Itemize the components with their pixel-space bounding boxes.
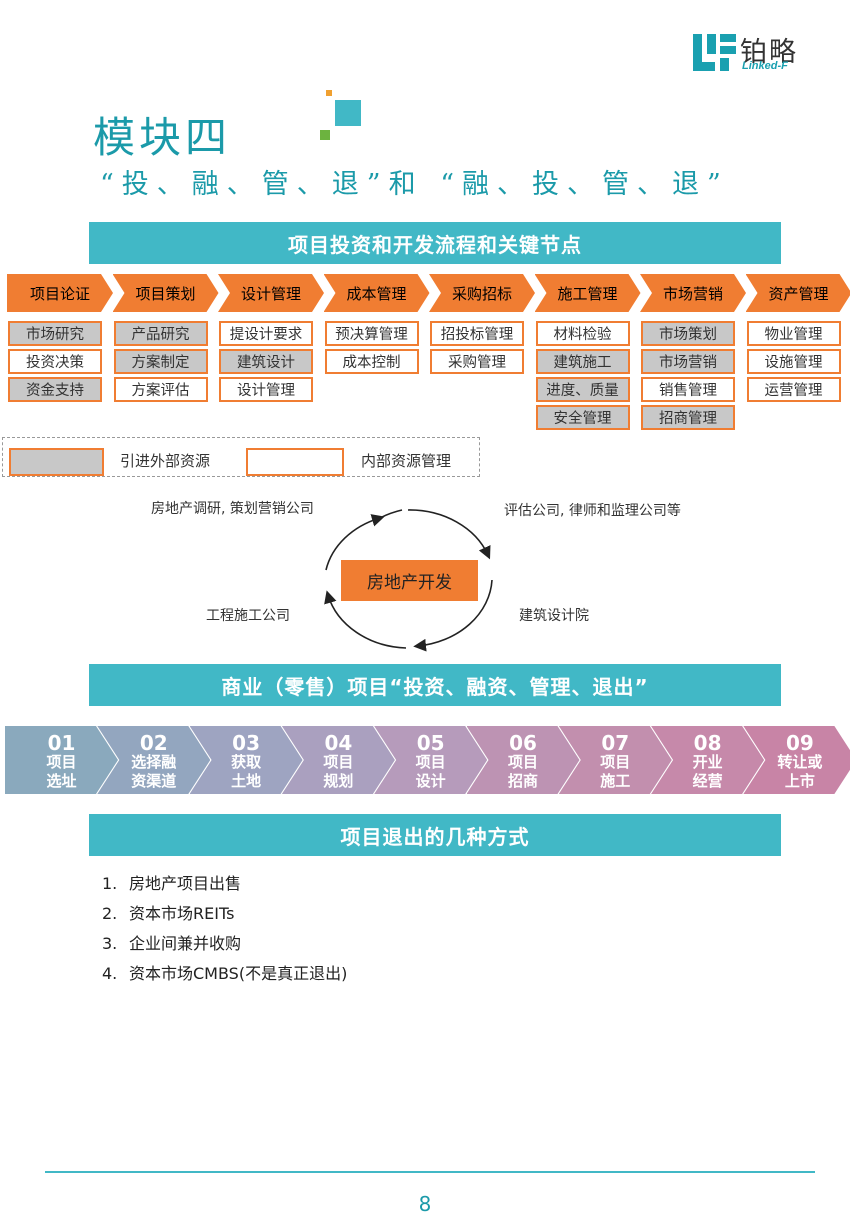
retail-step-number: 05 (416, 731, 445, 755)
list-item-text: 资本市场CMBS(不是真正退出) (129, 964, 348, 983)
stage-item: 安全管理 (535, 405, 630, 430)
retail-step-label: 项目 规划 (323, 753, 354, 790)
legend-external-swatch (9, 448, 104, 476)
list-item: 2. 资本市场REITs (102, 900, 234, 924)
footer-divider (45, 1171, 815, 1173)
stage-item: 材料检验 (535, 321, 630, 346)
retail-step-label: 转让或 上市 (777, 753, 823, 790)
cycle-label-bottom-left: 工程施工公司 (206, 608, 290, 624)
page-title: 模块四 (93, 113, 232, 162)
stage-item: 预决算管理 (324, 321, 419, 346)
retail-step-label: 项目 设计 (415, 753, 446, 790)
list-item-number: 4. (102, 964, 118, 983)
stage-item: 招投标管理 (430, 321, 524, 346)
stage-item: 市场策划 (641, 321, 735, 346)
stage-item: 设计管理 (219, 377, 313, 402)
stage-item: 市场研究 (8, 321, 102, 346)
stage-item: 进度、质量 (535, 377, 630, 402)
page-subtitle: “投、融、管、退”和 “融、投、管、退” (100, 169, 729, 200)
logo-text-cn: 铂略 (740, 37, 798, 68)
section-banner-retail: 商业（零售）项目“投资、融资、管理、退出” (89, 664, 781, 706)
list-item-number: 3. (102, 934, 118, 953)
section-banner-process: 项目投资和开发流程和关键节点 (89, 222, 781, 264)
list-item: 4. 资本市场CMBS(不是真正退出) (102, 960, 347, 984)
page-number: 8 (418, 1192, 432, 1216)
retail-step-label: 开业 经营 (692, 753, 723, 790)
stage-header: 资产管理 (746, 274, 850, 312)
list-item: 3. 企业间兼并收购 (102, 930, 241, 954)
legend-box (2, 437, 480, 477)
stage-item: 物业管理 (746, 321, 841, 346)
retail-step-label: 项目 招商 (507, 753, 538, 790)
stage-item: 招商管理 (641, 405, 735, 430)
retail-step-label: 项目 选址 (46, 753, 77, 790)
legend-internal-label: 内部资源管理 (361, 452, 452, 470)
retail-step-label: 项目 施工 (600, 753, 631, 790)
company-logo-icon (693, 34, 736, 71)
stage-header: 成本管理 (324, 274, 430, 312)
retail-step-label: 选择融 资渠道 (131, 753, 177, 790)
decorative-squares-icon (320, 90, 361, 140)
cycle-arrows (324, 509, 493, 652)
stage-item: 成本控制 (324, 349, 419, 374)
cycle-label-bottom-right: 建筑设计院 (519, 608, 589, 624)
retail-step-number: 06 (509, 731, 537, 755)
stage-header: 项目论证 (7, 274, 113, 312)
stage-item: 投资决策 (8, 349, 102, 374)
list-item-number: 2. (102, 904, 118, 923)
stage-item: 产品研究 (113, 321, 208, 346)
stage-item: 提设计要求 (219, 321, 313, 346)
legend-internal-swatch (246, 448, 344, 476)
retail-step-number: 07 (601, 731, 630, 755)
retail-step-number: 02 (139, 731, 168, 755)
retail-step-number: 03 (232, 731, 261, 755)
retail-step-number: 09 (785, 731, 814, 755)
logo-text-en: Linked-F (742, 60, 788, 72)
legend-external-label: 引进外部资源 (120, 452, 211, 470)
stage-item: 运营管理 (746, 377, 841, 402)
list-item-text: 企业间兼并收购 (129, 934, 242, 953)
list-item: 1. 房地产项目出售 (102, 870, 241, 894)
list-item-text: 房地产项目出售 (129, 874, 242, 893)
list-item-text: 资本市场REITs (129, 904, 235, 923)
stage-header: 施工管理 (535, 274, 641, 312)
stage-item: 方案制定 (113, 349, 208, 374)
stage-item: 采购管理 (430, 349, 524, 374)
stage-item: 设施管理 (746, 349, 841, 374)
retail-step-number: 04 (324, 731, 353, 755)
cycle-label-top-left: 房地产调研, 策划营销公司 (151, 501, 314, 517)
stage-item: 建筑施工 (535, 349, 630, 374)
stage-item: 建筑设计 (219, 349, 313, 374)
stage-header: 市场营销 (640, 274, 746, 312)
stage-item: 方案评估 (113, 377, 208, 402)
stage-item: 销售管理 (641, 377, 735, 402)
list-item-number: 1. (102, 874, 118, 893)
cycle-center-box: 房地产开发 (341, 560, 478, 601)
cycle-label-top-right: 评估公司, 律师和监理公司等 (504, 503, 681, 519)
stage-item: 市场营销 (641, 349, 735, 374)
retail-step-number: 08 (693, 731, 722, 755)
section-banner-exit: 项目退出的几种方式 (89, 814, 781, 856)
retail-step-number: 01 (47, 731, 76, 755)
stage-header: 设计管理 (218, 274, 324, 312)
stage-header: 项目策划 (113, 274, 219, 312)
stage-item: 资金支持 (8, 377, 102, 402)
retail-step-label: 获取 土地 (231, 753, 262, 790)
stage-header: 采购招标 (429, 274, 535, 312)
